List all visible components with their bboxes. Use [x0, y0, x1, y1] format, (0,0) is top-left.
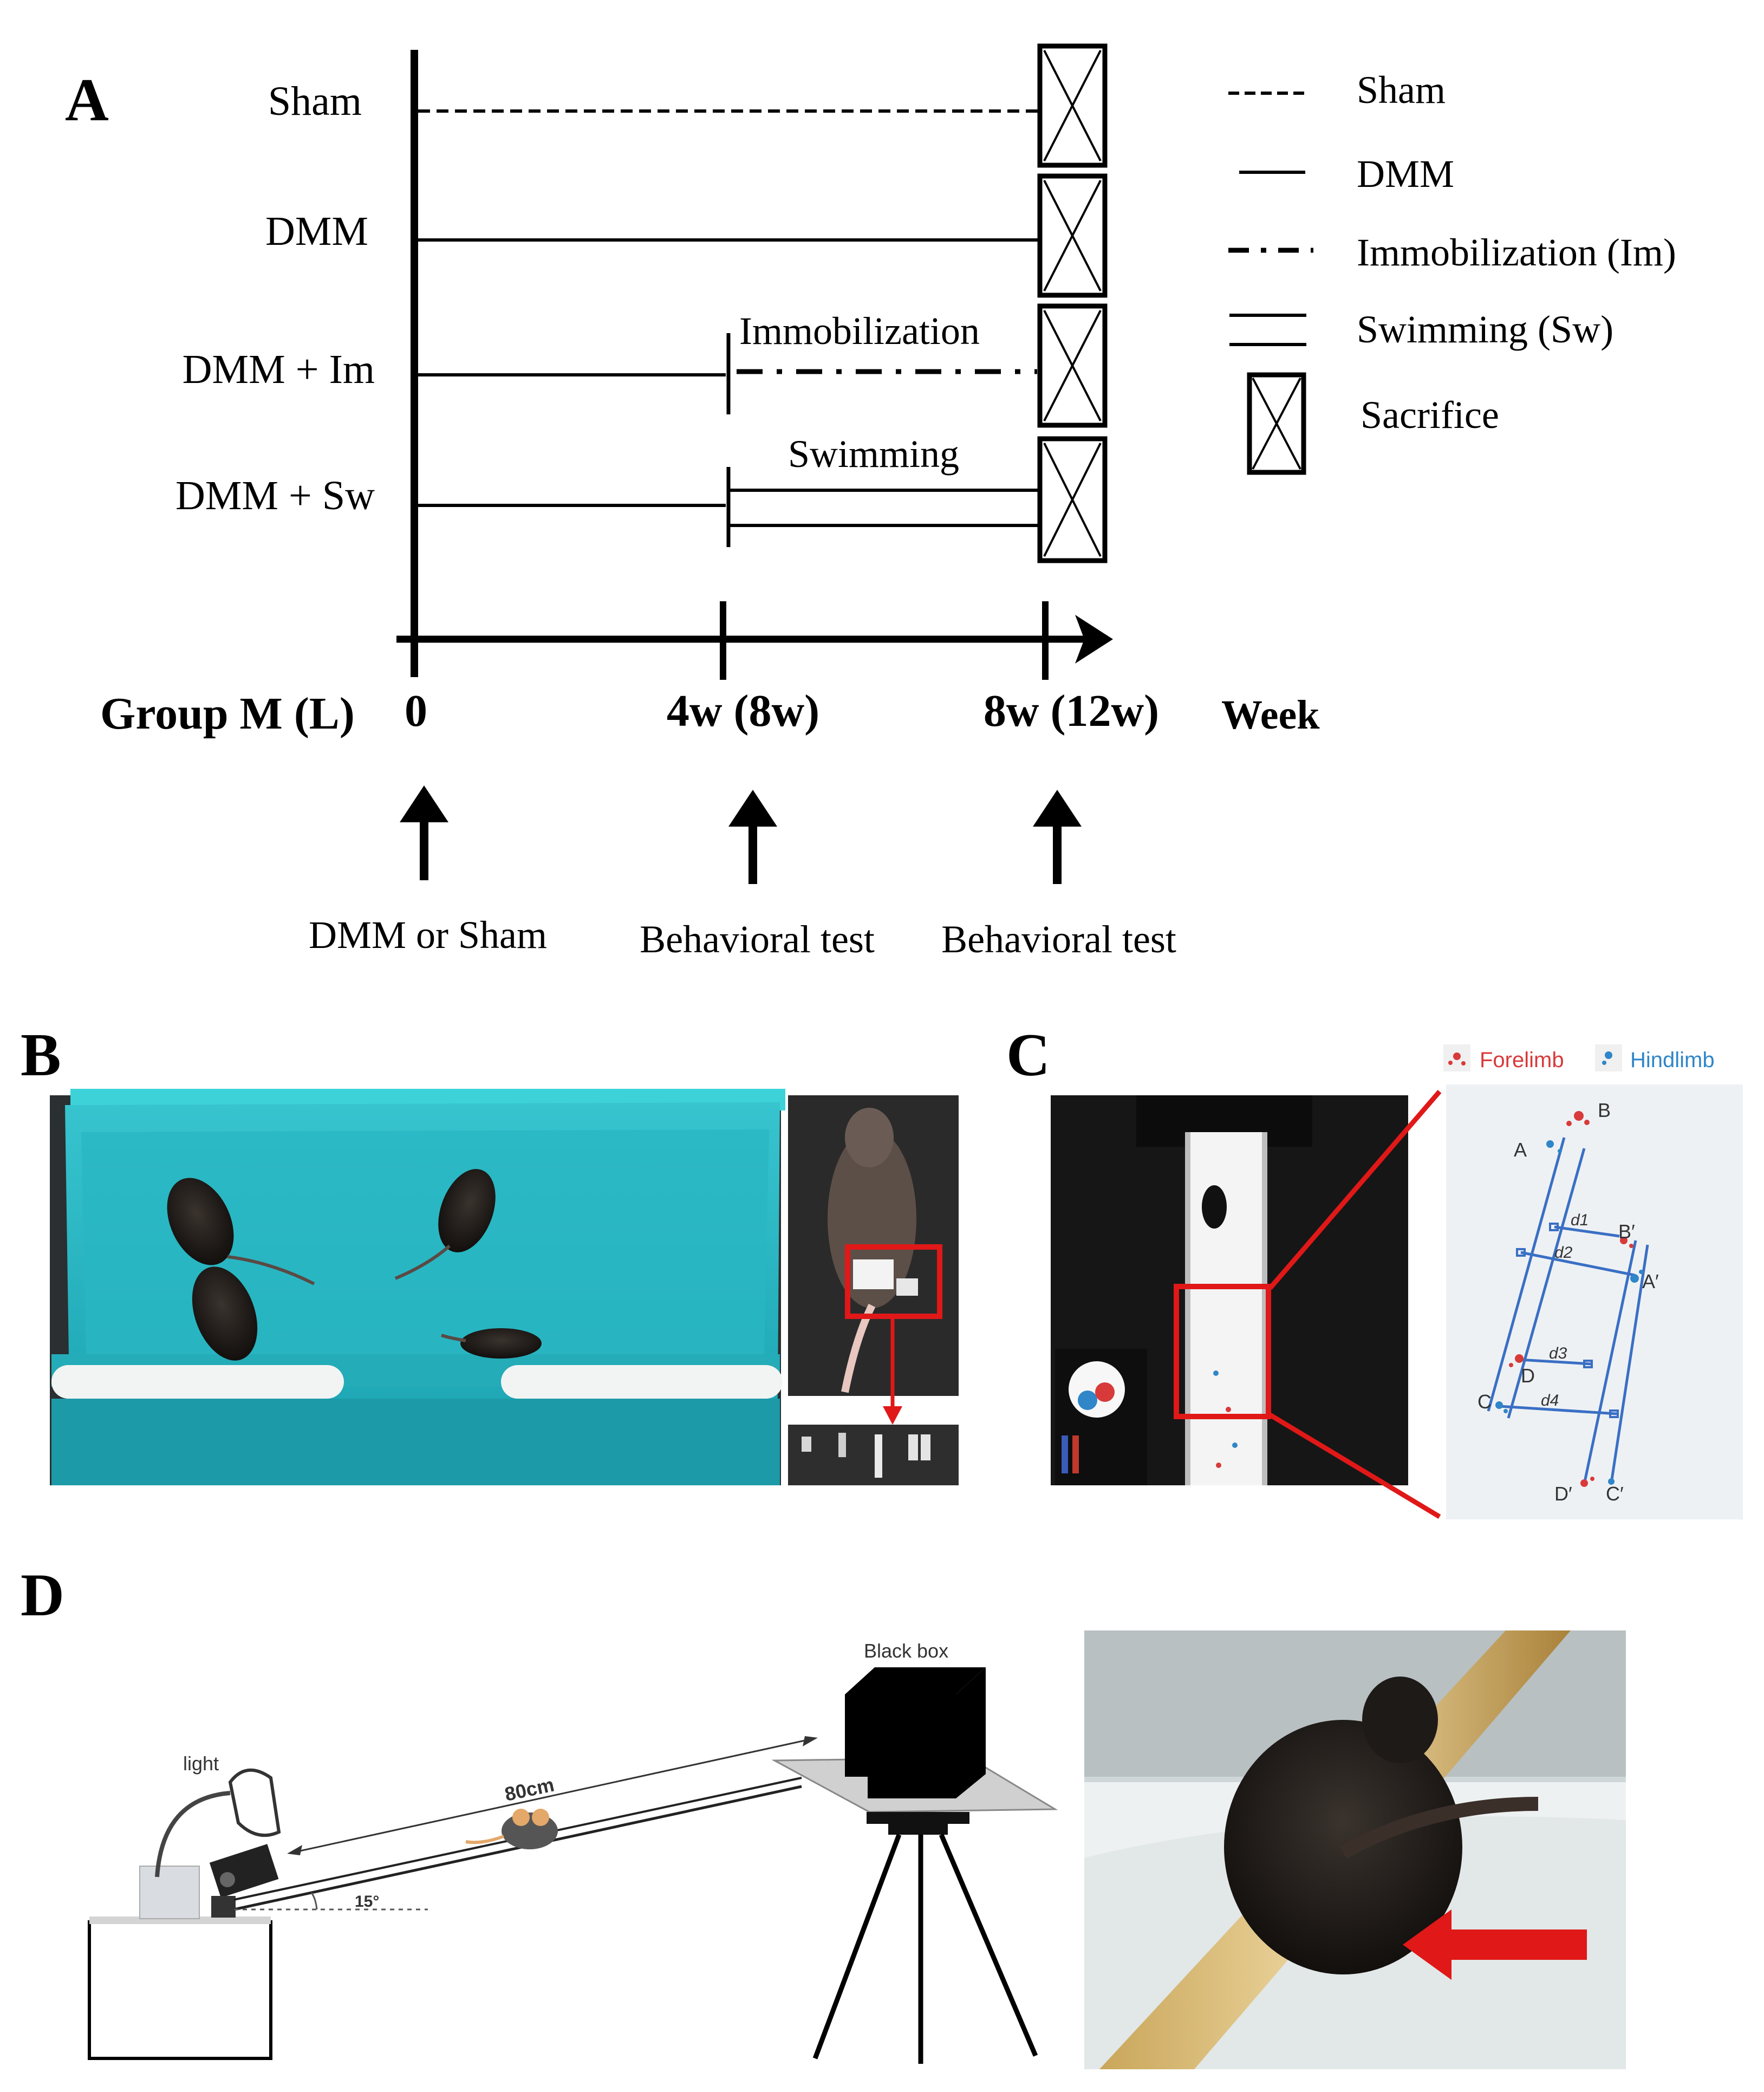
length-dimension-line — [292, 1738, 813, 1854]
angle-arc — [310, 1892, 318, 1910]
swimming-mouse — [441, 1328, 542, 1359]
point-label: D — [1521, 1365, 1535, 1387]
black-box — [845, 1667, 986, 1798]
point-label: B — [1598, 1099, 1611, 1121]
lamp-arm — [155, 1791, 231, 1877]
forelimb-label: Forelimb — [1480, 1048, 1564, 1072]
group-label-dmm-sw: DMM + Sw — [175, 473, 375, 518]
track-line — [1507, 1148, 1586, 1419]
sacrifice-box-dmm — [1037, 173, 1108, 298]
event-label-4w: Behavioral test — [640, 918, 875, 961]
time-axis-arrowhead — [1075, 615, 1113, 664]
swimming-mouse — [192, 1266, 258, 1361]
track-line — [1610, 1244, 1649, 1484]
beam-bottom — [233, 1785, 802, 1911]
panel-d: D light 80cm — [21, 1562, 1626, 2069]
swimming-mouse — [167, 1178, 315, 1285]
point-label: B′ — [1618, 1220, 1635, 1243]
panel-c: C Forelimb — [1006, 1022, 1743, 1519]
legend-label-sham: Sham — [1357, 68, 1446, 112]
hindlimb-label: Hindlimb — [1630, 1048, 1715, 1072]
table — [88, 1920, 272, 2060]
sacrifice-box-dmm-im — [1037, 303, 1108, 428]
swimming-tub-photo — [50, 1089, 785, 1485]
black-box-label: Black box — [864, 1640, 948, 1662]
balance-beam-photo — [1084, 1630, 1626, 2069]
weight-pointer-arrowhead — [883, 1406, 902, 1425]
zoom-line-bottom — [1268, 1413, 1441, 1519]
immobilization-label: Immobilization — [739, 309, 980, 353]
swimming-label: Swimming — [788, 432, 959, 476]
axis-tick-label-8w: 8w (12w) — [984, 686, 1159, 736]
tub-handle-right — [501, 1365, 783, 1399]
weights-photo — [788, 1425, 959, 1485]
panel-label-b: B — [21, 1022, 61, 1089]
weighted-mouse-photo — [788, 1095, 959, 1425]
footprint-analysis: A B B′ A′ D C D′ C′ d1 d2 d3 d4 — [1446, 1084, 1743, 1519]
group-label-dmm-im: DMM + Im — [183, 347, 375, 392]
point-label: A′ — [1642, 1270, 1659, 1292]
camera-icon — [209, 1844, 279, 1918]
event-arrow-8w — [1033, 790, 1082, 884]
axis-unit-label: Week — [1221, 692, 1320, 738]
swimming-mouse — [394, 1169, 496, 1280]
legend-label-immobilization: Immobilization (Im) — [1357, 231, 1676, 274]
distance-label: d4 — [1541, 1392, 1559, 1409]
event-label-8w: Behavioral test — [941, 918, 1176, 961]
group-label-sham: Sham — [268, 79, 362, 124]
distance-label: d2 — [1554, 1244, 1573, 1262]
legend-label-swimming: Swimming (Sw) — [1357, 308, 1613, 351]
walkway-highlight-box — [1174, 1284, 1271, 1419]
walkway-photo — [1051, 1095, 1408, 1485]
length-label: 80cm — [503, 1773, 556, 1805]
track-line — [1487, 1137, 1566, 1412]
sacrifice-box-dmm-sw — [1037, 436, 1108, 563]
legend-label-sacrifice: Sacrifice — [1361, 393, 1499, 437]
zoom-line-top — [1268, 1090, 1442, 1290]
distance-label: d1 — [1571, 1211, 1589, 1229]
footprint-legend: Forelimb Hindlimb — [1443, 1044, 1715, 1072]
distance-label: d3 — [1549, 1344, 1567, 1362]
point-label: A — [1514, 1139, 1527, 1161]
point-label: C — [1477, 1391, 1492, 1413]
mouse-on-beam — [465, 1809, 558, 1849]
lamp-shade — [228, 1768, 281, 1837]
axis-tick-label-0: 0 — [405, 686, 427, 736]
point-label: C′ — [1606, 1483, 1624, 1505]
angle-label: 15° — [355, 1893, 379, 1911]
track-line — [1583, 1240, 1637, 1485]
balance-beam-schematic: light 80cm 15° — [88, 1640, 1058, 2064]
sacrifice-box-sham — [1037, 43, 1108, 168]
tripod — [812, 1812, 1038, 2064]
direction-arrow — [1403, 1909, 1587, 1980]
legend-swatch-sacrifice — [1247, 372, 1306, 475]
axis-tick-label-4w: 4w (8w) — [667, 686, 819, 736]
axis-group-label: Group M (L) — [100, 688, 355, 739]
panel-label-c: C — [1006, 1022, 1050, 1089]
panel-b: B — [21, 1022, 959, 1485]
walking-mouse — [1202, 1185, 1227, 1229]
legend-label-dmm: DMM — [1357, 152, 1454, 196]
event-arrow-4w — [728, 790, 777, 884]
event-label-0: DMM or Sham — [309, 913, 547, 957]
tub-handle-left — [51, 1365, 344, 1399]
panel-label-d: D — [21, 1562, 64, 1629]
legend: Sham DMM Immobilization (Im) Swimming (S… — [1228, 68, 1676, 475]
light-label: light — [183, 1752, 219, 1775]
event-arrow-0 — [400, 785, 448, 880]
point-label: D′ — [1554, 1483, 1572, 1505]
panel-label-a: A — [65, 67, 109, 134]
mouse-tail — [1339, 1797, 1539, 1859]
panel-a: A Sham DMM DMM + Im DMM + Sw Immobilizat… — [65, 43, 1676, 961]
group-label-dmm: DMM — [265, 209, 368, 254]
